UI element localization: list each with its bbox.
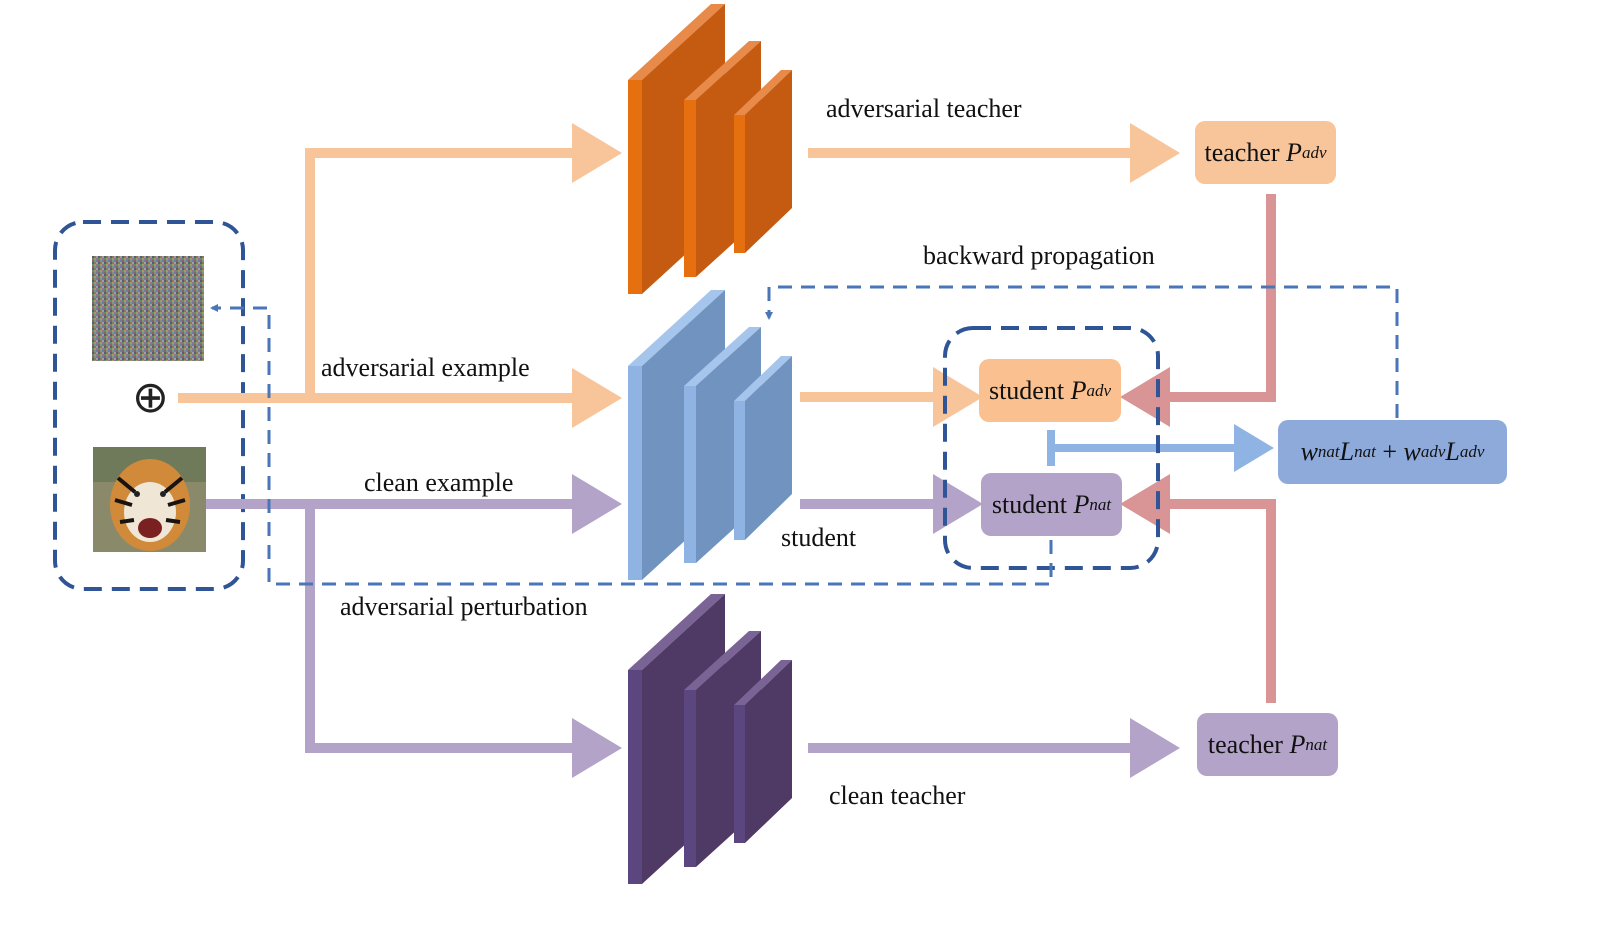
teacher-adv-subscript: adv — [1301, 142, 1327, 162]
loss-w1: w — [1300, 437, 1318, 466]
clean-to-teacher-arrow — [305, 504, 622, 778]
adversarial-to-teacher-arrow — [305, 123, 622, 398]
oplus-symbol: ⊕ — [132, 372, 169, 423]
label-backward-propagation: backward propagation — [923, 241, 1155, 270]
student-adv-word: student — [988, 375, 1065, 405]
student-nat-subscript: nat — [1089, 494, 1112, 514]
clean-teacher-network — [628, 594, 792, 884]
label-clean-teacher: clean teacher — [829, 781, 966, 810]
label-student: student — [781, 523, 857, 552]
tiger-photo — [93, 447, 206, 552]
teacher-nat-symbol: P — [1289, 729, 1306, 759]
loss-s3: adv — [1420, 442, 1446, 461]
loss-plus: + — [1382, 437, 1398, 466]
backward-propagation-path — [765, 285, 1399, 418]
adversarial-teacher-network — [628, 4, 792, 294]
loss-L1: L — [1339, 437, 1355, 466]
label-adversarial-teacher: adversarial teacher — [826, 94, 1022, 123]
label-adversarial-example: adversarial example — [321, 353, 530, 382]
loss-s1: nat — [1317, 442, 1340, 461]
teacher-adv-distill-arrow — [1120, 194, 1276, 427]
loss-L2: L — [1445, 437, 1460, 466]
noise-perturbation-image — [92, 256, 204, 361]
teacher-nat-distill-arrow — [1120, 474, 1276, 703]
teacher-nat-word: teacher — [1207, 729, 1283, 759]
loss-w2: w — [1403, 437, 1421, 466]
adversarial-perturbation-path — [210, 304, 1053, 586]
student-adv-symbol: P — [1070, 375, 1087, 405]
label-adversarial-perturbation: adversarial perturbation — [340, 592, 588, 621]
student-nat-word: student — [991, 489, 1067, 519]
label-clean-example: clean example — [364, 468, 514, 497]
student-nat-symbol: P — [1073, 489, 1090, 519]
teacher-adv-symbol: P — [1286, 137, 1302, 167]
teacher-nat-subscript: nat — [1305, 734, 1328, 754]
input-group-dashed-box — [53, 220, 245, 591]
loss-s2: nat — [1354, 442, 1376, 461]
teacher-adv-word: teacher — [1204, 137, 1280, 167]
student-adv-subscript: adv — [1086, 380, 1112, 400]
loss-s4: adv — [1459, 442, 1485, 461]
student-network — [628, 290, 792, 580]
